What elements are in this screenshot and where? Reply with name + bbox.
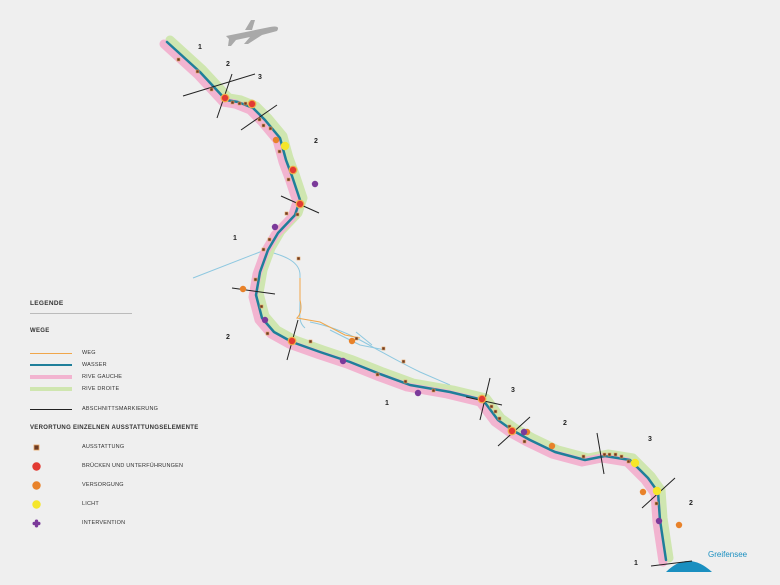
- segment-label: 1: [233, 235, 237, 242]
- intervention-markers: [261, 180, 663, 525]
- intervention-symbol: [32, 519, 41, 528]
- legend-row-intervention: INTERVENTION: [30, 519, 230, 529]
- lake-greifensee: [666, 561, 712, 572]
- segment-label: 3: [258, 74, 262, 81]
- ausstattung-markers: [176, 57, 659, 506]
- legend-row-rive-droite: RIVE DROITE: [30, 385, 230, 395]
- segment-label: 2: [226, 61, 230, 68]
- licht-markers: [280, 141, 662, 496]
- legend-label: WEG: [82, 350, 96, 356]
- legend-row-rive-gauche: RIVE GAUCHE: [30, 373, 230, 383]
- airplane-icon: [226, 20, 279, 46]
- legend-elements-title: VERORTUNG EINZELNEN AUSSTATTUNGSELEMENTE: [30, 425, 199, 431]
- segment-labels: 1 2 3 2 1 2 1 3 2 3 2 1: [198, 44, 693, 567]
- legend-label: INTERVENTION: [82, 520, 126, 526]
- legend-label: RIVE GAUCHE: [82, 374, 123, 380]
- segment-label: 1: [385, 400, 389, 407]
- segment-label: 2: [563, 420, 567, 427]
- legend-row-bruecken: BRÜCKEN UND UNTERFÜHRUNGEN: [30, 462, 230, 472]
- legend-row-weg: WEG: [30, 349, 230, 359]
- licht-symbol: [32, 500, 41, 509]
- legend-row-versorgung: VERSORGUNG: [30, 481, 230, 491]
- segment-label: 1: [198, 44, 202, 51]
- rive-gauche-swatch: [30, 375, 72, 379]
- ausstattung-symbol: [33, 444, 40, 451]
- segment-label: 2: [226, 334, 230, 341]
- legend-label: WASSER: [82, 362, 107, 368]
- abschnitt-swatch: [30, 409, 72, 410]
- segment-label: 2: [314, 138, 318, 145]
- legend-label: ABSCHNITTSMARKIERUNG: [82, 406, 159, 412]
- wasser-line: [165, 40, 668, 562]
- river: [159, 35, 674, 567]
- versorgung-symbol: [32, 481, 41, 490]
- legend-row-abschnitt: ABSCHNITTSMARKIERUNG: [30, 405, 230, 415]
- segment-label: 2: [689, 500, 693, 507]
- wasser-swatch: [30, 364, 72, 366]
- legend: LEGENDE WEGE WEG WASSER RIVE GAUCHE RIVE…: [30, 300, 230, 528]
- legend-label: LICHT: [82, 501, 99, 507]
- legend-label: BRÜCKEN UND UNTERFÜHRUNGEN: [82, 463, 184, 469]
- legend-label: AUSSTATTUNG: [82, 444, 125, 450]
- legend-row-ausstattung: AUSSTATTUNG: [30, 443, 230, 453]
- legend-title: LEGENDE: [30, 300, 64, 307]
- rive-gauche-band: [159, 39, 668, 567]
- rive-droite-band: [165, 35, 674, 563]
- side-channels: [192, 249, 451, 386]
- segment-label: 3: [511, 387, 515, 394]
- lake-label: Greifensee: [708, 550, 748, 559]
- legend-label: VERSORGUNG: [82, 482, 124, 488]
- legend-divider: [30, 313, 132, 314]
- legend-row-wasser: WASSER: [30, 361, 230, 371]
- weg-path: [295, 278, 361, 339]
- legend-label: RIVE DROITE: [82, 386, 120, 392]
- bruecken-markers: [220, 93, 517, 436]
- rive-droite-swatch: [30, 387, 72, 391]
- weg-swatch: [30, 353, 72, 354]
- segment-label: 1: [634, 560, 638, 567]
- bruecken-symbol: [32, 462, 41, 471]
- legend-wege-title: WEGE: [30, 328, 50, 334]
- legend-row-licht: LICHT: [30, 500, 230, 510]
- segment-label: 3: [648, 436, 652, 443]
